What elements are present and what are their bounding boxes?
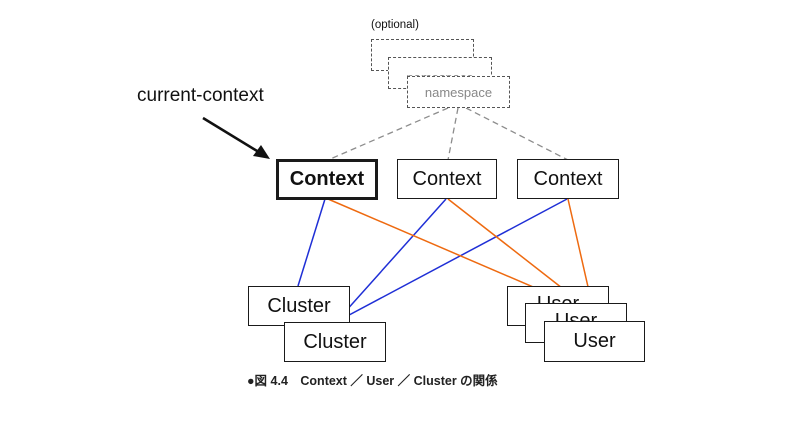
current-context-label: current-context [137,85,264,106]
namespace-link-2 [447,107,459,161]
figure-caption: ●図 4.4 Context ／ User ／ Cluster の関係 [247,374,498,388]
context-box-3: Context [517,159,619,199]
user-link-2 [447,198,563,289]
namespace-box-3: namespace [407,76,510,108]
cluster-link-1 [297,198,326,287]
user-box-3: User [544,321,645,362]
current-context-arrow [202,116,263,156]
cluster-link-3 [335,198,568,323]
optional-label: (optional) [371,19,419,31]
namespace-link-1 [327,107,449,161]
cluster-link-2 [335,198,447,323]
context-box-2: Context [397,159,497,199]
cluster-box-2: Cluster [284,322,386,362]
arrow-head [253,145,270,159]
cluster-box-1: Cluster [248,286,350,326]
context-box-current: Context [276,159,378,200]
namespace-link-3 [465,107,569,161]
